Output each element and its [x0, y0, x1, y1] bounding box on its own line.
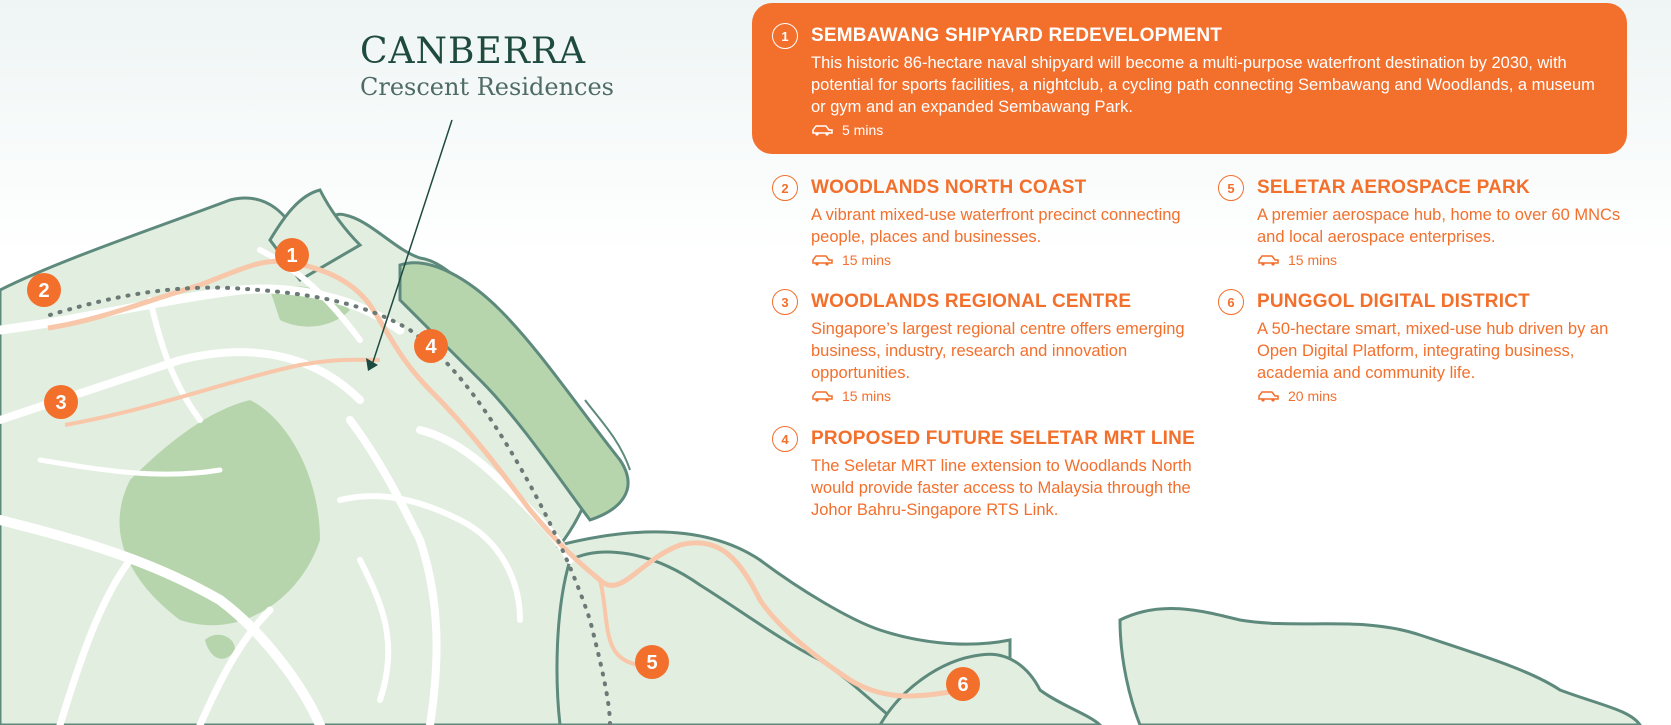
marker-6-label: 6 — [957, 674, 968, 696]
inlet — [584, 399, 631, 471]
marker-2 — [27, 273, 61, 307]
place-title: PUNGGOL DIGITAL DISTRICT — [1257, 291, 1530, 312]
featured-time-row: 5 mins — [811, 120, 1597, 140]
place-card-seletar-mrt-line: 4 PROPOSED FUTURE SELETAR MRT LINE The S… — [772, 426, 1212, 521]
featured-title: SEMBAWANG SHIPYARD REDEVELOPMENT — [811, 25, 1223, 46]
place-number: 4 — [772, 426, 798, 452]
place-description: A vibrant mixed-use waterfront precinct … — [811, 206, 1181, 246]
place-title: SELETAR AEROSPACE PARK — [1257, 177, 1530, 198]
marker-6 — [946, 667, 980, 701]
route-branch — [64, 357, 381, 427]
car-icon — [1258, 391, 1279, 402]
featured-time: 5 mins — [842, 122, 884, 138]
map-markers: 1 2 3 4 5 6 — [27, 238, 980, 701]
marker-1 — [275, 238, 309, 272]
location-pin — [366, 358, 378, 371]
place-number: 5 — [1218, 175, 1244, 201]
featured-number: 1 — [772, 23, 798, 49]
brand-logo: CANBERRA Crescent Residences — [360, 32, 614, 102]
tiny-park — [205, 634, 235, 659]
place-number: 2 — [772, 175, 798, 201]
marker-1-label: 1 — [286, 245, 297, 267]
place-title: WOODLANDS NORTH COAST — [811, 177, 1087, 198]
east-landmass — [878, 652, 1103, 725]
marker-5-label: 5 — [646, 652, 657, 674]
place-description: A 50-hectare smart, mixed-use hub driven… — [1257, 320, 1609, 382]
place-title: PROPOSED FUTURE SELETAR MRT LINE — [811, 428, 1195, 449]
far-east-island — [1118, 606, 1642, 725]
place-card-woodlands-north-coast: 2 WOODLANDS NORTH COAST A vibrant mixed-… — [772, 175, 1192, 270]
road-network — [0, 247, 574, 725]
place-time-row: 20 mins — [1257, 386, 1638, 406]
car-icon — [812, 125, 833, 136]
marker-4 — [414, 329, 448, 363]
brand-subtitle: Crescent Residences — [360, 73, 614, 101]
place-description: A premier aerospace hub, home to over 60… — [1257, 206, 1621, 246]
place-time-row: 15 mins — [811, 386, 1192, 406]
place-number: 3 — [772, 289, 798, 315]
place-time: 15 mins — [842, 252, 892, 268]
place-time: 15 mins — [842, 388, 892, 404]
marker-4-label: 4 — [425, 336, 437, 358]
place-title: WOODLANDS REGIONAL CENTRE — [811, 291, 1132, 312]
marker-5 — [635, 645, 669, 679]
marker-3 — [44, 385, 78, 419]
forested-cape — [398, 261, 630, 522]
place-card-woodlands-regional-centre: 3 WOODLANDS REGIONAL CENTRE Singapore’s … — [772, 289, 1192, 406]
featured-card: 1 SEMBAWANG SHIPYARD REDEVELOPMENT This … — [752, 3, 1627, 154]
central-park — [119, 400, 320, 626]
place-time: 15 mins — [1288, 252, 1338, 268]
car-icon — [1258, 255, 1279, 266]
place-time-row: 15 mins — [811, 250, 1192, 270]
pointer-line — [371, 119, 453, 366]
marker-3-label: 3 — [55, 392, 66, 414]
marker-2-label: 2 — [38, 280, 49, 302]
place-time-row: 15 mins — [1257, 250, 1638, 270]
place-description: Singapore’s largest regional centre offe… — [811, 320, 1185, 382]
place-card-seletar-aerospace-park: 5 SELETAR AEROSPACE PARK A premier aeros… — [1218, 175, 1638, 270]
place-number: 6 — [1218, 289, 1244, 315]
expressway-route — [47, 258, 961, 699]
route-loop — [598, 579, 641, 667]
place-description: The Seletar MRT line extension to Woodla… — [811, 457, 1192, 519]
featured-description: This historic 86-hectare naval shipyard … — [811, 54, 1595, 116]
mrt-dotted-line — [48, 285, 612, 725]
car-icon — [812, 391, 833, 402]
car-icon — [812, 255, 833, 266]
place-card-punggol-digital-district: 6 PUNGGOL DIGITAL DISTRICT A 50-hectare … — [1218, 289, 1638, 406]
place-time: 20 mins — [1288, 388, 1338, 404]
brand-name: CANBERRA — [360, 31, 586, 72]
